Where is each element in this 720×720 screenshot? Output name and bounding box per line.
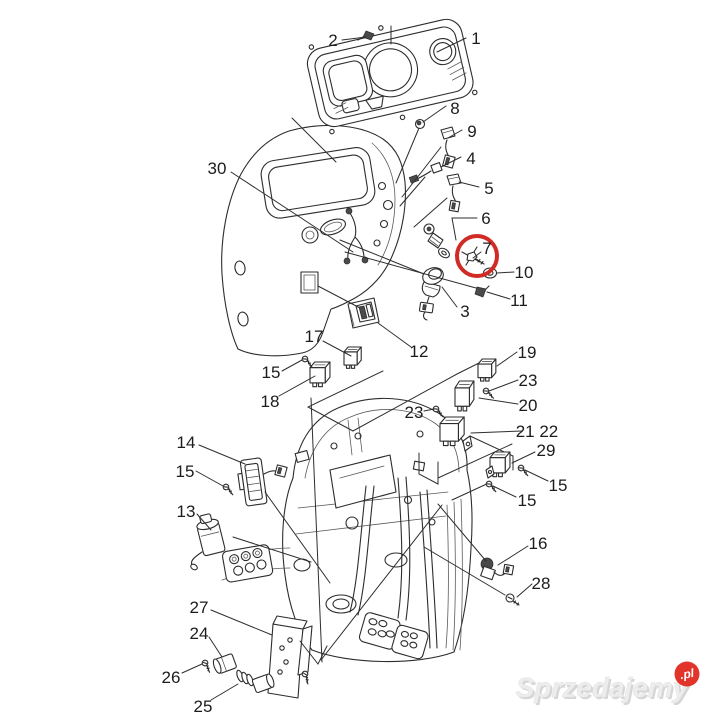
- bolt-part7: [461, 246, 485, 266]
- relay-parts: [309, 346, 511, 479]
- relay-20: [454, 380, 475, 412]
- part-label-30: 30: [208, 159, 227, 178]
- part-label-23: 23: [519, 371, 538, 390]
- mount-bracket-lines: [306, 360, 514, 663]
- relay-19: [477, 358, 497, 382]
- pedal-pad-center: [358, 612, 401, 650]
- wire-harness: [343, 207, 369, 265]
- sensor-16-group: [480, 557, 520, 606]
- relay-21-22: [439, 416, 465, 447]
- part-label-9: 9: [467, 122, 476, 141]
- label-leader-lines: [181, 36, 549, 701]
- part-label-16: 16: [529, 534, 548, 553]
- relay-18: [309, 361, 331, 388]
- part-label-15: 15: [176, 462, 195, 481]
- washers-25: [236, 669, 275, 694]
- part-label-6: 6: [481, 209, 490, 228]
- part-label-7: 7: [482, 239, 491, 258]
- buzzer-13: [196, 513, 226, 557]
- part-label-23: 23: [405, 403, 424, 422]
- part-label-28: 28: [532, 574, 551, 593]
- part-label-11: 11: [510, 291, 528, 310]
- watermark: Sprzedajemy Sprzedajemy .pl: [515, 661, 700, 705]
- block-24: [212, 653, 237, 674]
- watermark-badge: [674, 661, 700, 687]
- screw-part2: [357, 30, 375, 41]
- pedal-pad-right: [391, 624, 429, 660]
- part-label-21-22: 21 22: [516, 422, 559, 441]
- console-drawing: [221, 124, 406, 357]
- part-label-15: 15: [518, 491, 537, 510]
- pedal-pad-left: [221, 544, 274, 583]
- highlight-circle: [455, 234, 499, 278]
- part-label-15: 15: [549, 476, 568, 495]
- part-label-25: 25: [194, 697, 213, 716]
- watermark-badge-text: .pl: [679, 666, 696, 682]
- part-label-4: 4: [466, 149, 475, 168]
- alignment-lines: [232, 25, 506, 596]
- fuse-box-14: [237, 457, 268, 507]
- part-label-15: 15: [262, 363, 281, 382]
- part-label-12: 12: [410, 342, 429, 361]
- part-label-10: 10: [515, 263, 534, 282]
- watermark-text-shadow: Sprzedajemy: [518, 674, 692, 705]
- part-label-24: 24: [190, 624, 209, 643]
- part-label-17: 17: [305, 327, 324, 346]
- part-label-20: 20: [519, 396, 538, 415]
- part-label-3: 3: [460, 302, 469, 321]
- relay-17: [343, 346, 362, 369]
- rocker-switch: [347, 297, 380, 329]
- part-label-8: 8: [450, 99, 459, 118]
- instrument-cluster-drawing: [306, 18, 478, 135]
- part-label-1: 1: [471, 29, 480, 48]
- part-label-5: 5: [484, 179, 493, 198]
- part-label-19: 19: [518, 343, 537, 362]
- part-label-2: 2: [328, 31, 337, 50]
- part-label-13: 13: [177, 502, 196, 521]
- bracket-assembly: [199, 615, 328, 699]
- part-label-14: 14: [177, 433, 196, 452]
- part-label-29: 29: [537, 441, 556, 460]
- chassis-drawing: [221, 397, 473, 663]
- part-label-18: 18: [261, 392, 280, 411]
- part-label-27: 27: [190, 598, 209, 617]
- part-label-26: 26: [162, 668, 181, 687]
- watermark-text: Sprzedajemy: [516, 672, 690, 703]
- left-components: [190, 457, 288, 571]
